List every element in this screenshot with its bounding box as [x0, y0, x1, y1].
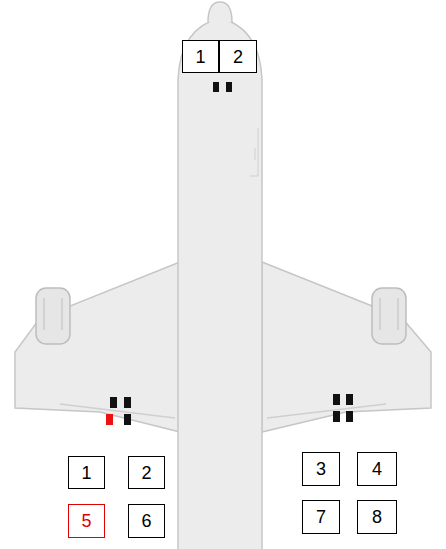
- fuselage: [178, 18, 262, 549]
- callout-box: 1: [182, 40, 219, 73]
- callout-number: 6: [141, 512, 151, 530]
- nose-gear-wheel: [213, 82, 219, 92]
- callout-box: 2: [128, 456, 165, 489]
- gear-wheel: [124, 397, 131, 408]
- gear-wheel-highlighted: [106, 414, 113, 425]
- nose-cone: [208, 2, 232, 22]
- callout-number: 1: [81, 464, 91, 482]
- gear-wheel: [333, 394, 340, 405]
- gear-wheel: [346, 411, 353, 422]
- callout-number: 2: [141, 464, 151, 482]
- callout-number: 4: [372, 460, 382, 478]
- callout-number: 2: [233, 48, 243, 66]
- gear-wheel: [124, 414, 131, 425]
- callout-number: 7: [316, 508, 326, 526]
- gear-wheel: [333, 411, 340, 422]
- gear-wheel: [110, 397, 117, 408]
- callout-number: 8: [372, 508, 382, 526]
- left-wing: [15, 262, 180, 432]
- callout-number: 1: [195, 48, 205, 66]
- left-engine: [36, 288, 70, 344]
- callout-number: 5: [81, 512, 91, 530]
- right-engine: [372, 288, 406, 344]
- right-wing: [262, 262, 431, 432]
- callout-box: 2: [219, 40, 257, 73]
- callout-box: 6: [128, 504, 165, 538]
- callout-number: 3: [316, 460, 326, 478]
- callout-box: 7: [302, 500, 340, 534]
- callout-box: 4: [357, 452, 397, 486]
- callout-box: 8: [357, 500, 397, 534]
- highlighted-callout-box: 5: [68, 504, 105, 538]
- nose-gear-wheel: [226, 82, 232, 92]
- gear-wheel: [346, 394, 353, 405]
- callout-box: 1: [68, 456, 105, 489]
- callout-box: 3: [302, 452, 340, 486]
